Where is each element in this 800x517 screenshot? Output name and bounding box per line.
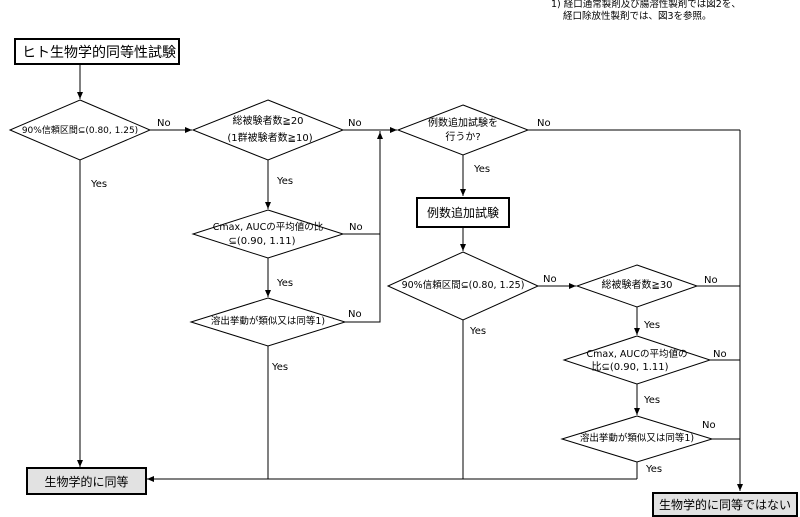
no-label-d9: No [702, 420, 716, 431]
diamond-d2 [191, 99, 345, 161]
add-test-label: 例数追加試験 [426, 206, 499, 220]
yes-label-d4: Yes [272, 362, 289, 373]
yes-label-d9: Yes [646, 464, 663, 475]
yes-label-d1: Yes [91, 179, 108, 190]
footnote-line-1: 1) 経口通常製剤及び腸溶性製剤では図2を、 [551, 0, 741, 10]
no-label-d4: No [348, 309, 362, 320]
d4-label: 溶出挙動が類似又は同等1) [210, 316, 326, 327]
no-label-d2: No [348, 118, 362, 129]
yes-label-d7: Yes [644, 320, 661, 331]
yes-label-d8: Yes [644, 395, 661, 406]
yes-label-d2: Yes [277, 176, 294, 187]
d3-label-line2: ⊆(0.90, 1.11) [228, 236, 296, 247]
d5-label-line1: 例数追加試験を [428, 118, 498, 129]
start-box: ヒト生物学的同等性試験 [14, 38, 180, 65]
add-test-box: 例数追加試験 [416, 197, 510, 228]
no-label-d3: No [349, 222, 363, 233]
no-label-d1: No [157, 118, 171, 129]
no-label-d5: No [537, 118, 551, 129]
end-not-equivalent-label: 生物学的に同等ではない [658, 498, 791, 512]
no-label-d8: No [713, 349, 727, 360]
d9-label: 溶出挙動が類似又は同等1) [579, 433, 695, 444]
diamond-d3 [191, 209, 345, 259]
d5-label-line2: 行うか? [445, 132, 481, 143]
footnote-line-2: 経口除放性製剤では、図3を参照。 [563, 11, 712, 22]
d8-label-line2: 比⊆(0.90, 1.11) [591, 362, 669, 373]
d7-label: 総被験者数≧30 [601, 280, 673, 291]
start-box-label: ヒト生物学的同等性試験 [22, 44, 176, 61]
d3-label-line1: Cmax, AUCの平均値の比 [212, 222, 324, 233]
no-label-d6: No [543, 274, 557, 285]
edge-d4-no [345, 131, 381, 323]
d2-label-line2: (1群被験者数≧10) [227, 133, 313, 144]
d8-label-line1: Cmax, AUCの平均値の [586, 349, 688, 360]
d2-label-line1: 総被験者数≧20 [232, 116, 304, 127]
end-not-equivalent-box: 生物学的に同等ではない [652, 492, 798, 517]
d6-label: 90%信頼区間⊆(0.80, 1.25) [401, 280, 525, 291]
no-label-d7: No [704, 275, 718, 286]
yes-label-d5: Yes [474, 164, 491, 175]
d1-label: 90%信頼区間⊆(0.80, 1.25) [21, 126, 139, 136]
end-equivalent-box: 生物学的に同等 [26, 467, 147, 495]
yes-label-d3: Yes [277, 278, 294, 289]
yes-label-d6: Yes [470, 326, 487, 337]
end-equivalent-label: 生物学的に同等 [44, 474, 129, 489]
diamond-d5 [396, 104, 530, 156]
